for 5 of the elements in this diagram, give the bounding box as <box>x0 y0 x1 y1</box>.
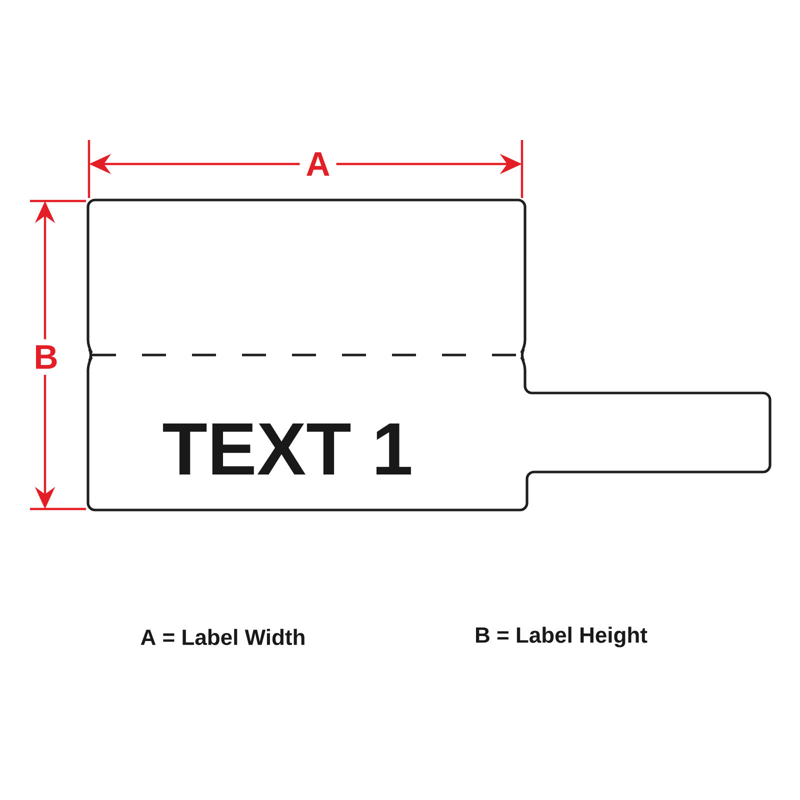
legend-text: B = Label Height <box>476 626 648 648</box>
printed-text: TEXT 1 <box>163 424 411 474</box>
dimension-label: B <box>28 339 64 375</box>
dimension-label: A <box>300 146 336 182</box>
legend-text: A = Label Width <box>140 628 304 646</box>
